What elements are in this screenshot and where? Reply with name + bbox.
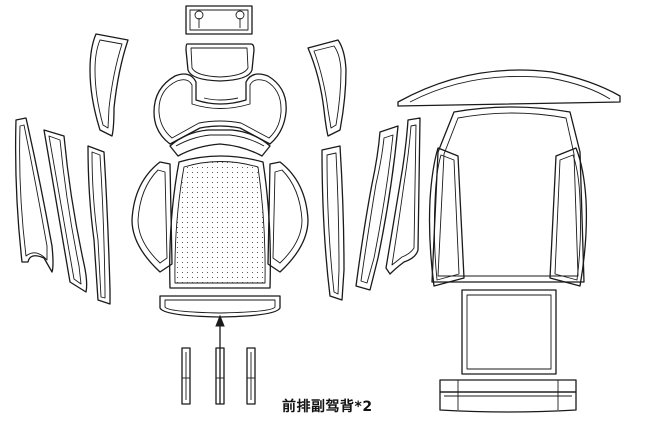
strip-piece-left: [181, 347, 191, 405]
arrow-icon: [215, 314, 225, 404]
right-left-flap-piece: [428, 147, 465, 287]
right-lower-panel: [461, 289, 557, 375]
right-side-panel-b: [355, 125, 399, 291]
left-side-panel-b: [43, 129, 88, 293]
left-side-panel-a: [14, 117, 54, 273]
shoulder-band-piece: [169, 129, 271, 157]
left-top-flap-piece: [89, 33, 129, 137]
left-inner-bolster-piece: [131, 161, 173, 273]
bottom-band-piece: [159, 295, 281, 318]
left-side-panel-c: [87, 145, 111, 305]
right-side-panel-a: [321, 145, 345, 301]
diagram-caption: 前排副驾背*2: [282, 399, 373, 415]
right-bottom-band: [439, 379, 577, 413]
strip-piece-middle: [215, 347, 225, 405]
headrest-hanger-piece: [185, 5, 253, 35]
upper-back-piece: [153, 73, 287, 145]
right-right-flap-piece: [549, 147, 588, 287]
perforation-dots: [174, 161, 266, 283]
strip-piece-right: [246, 347, 256, 405]
right-top-flap-piece: [307, 39, 347, 137]
right-side-panel-c: [385, 117, 421, 275]
headrest-front-piece: [185, 43, 255, 82]
right-top-wing-piece: [397, 69, 621, 107]
right-inner-bolster-piece: [267, 161, 309, 273]
right-back-panel: [431, 106, 585, 283]
main-backrest-piece: [169, 155, 272, 289]
